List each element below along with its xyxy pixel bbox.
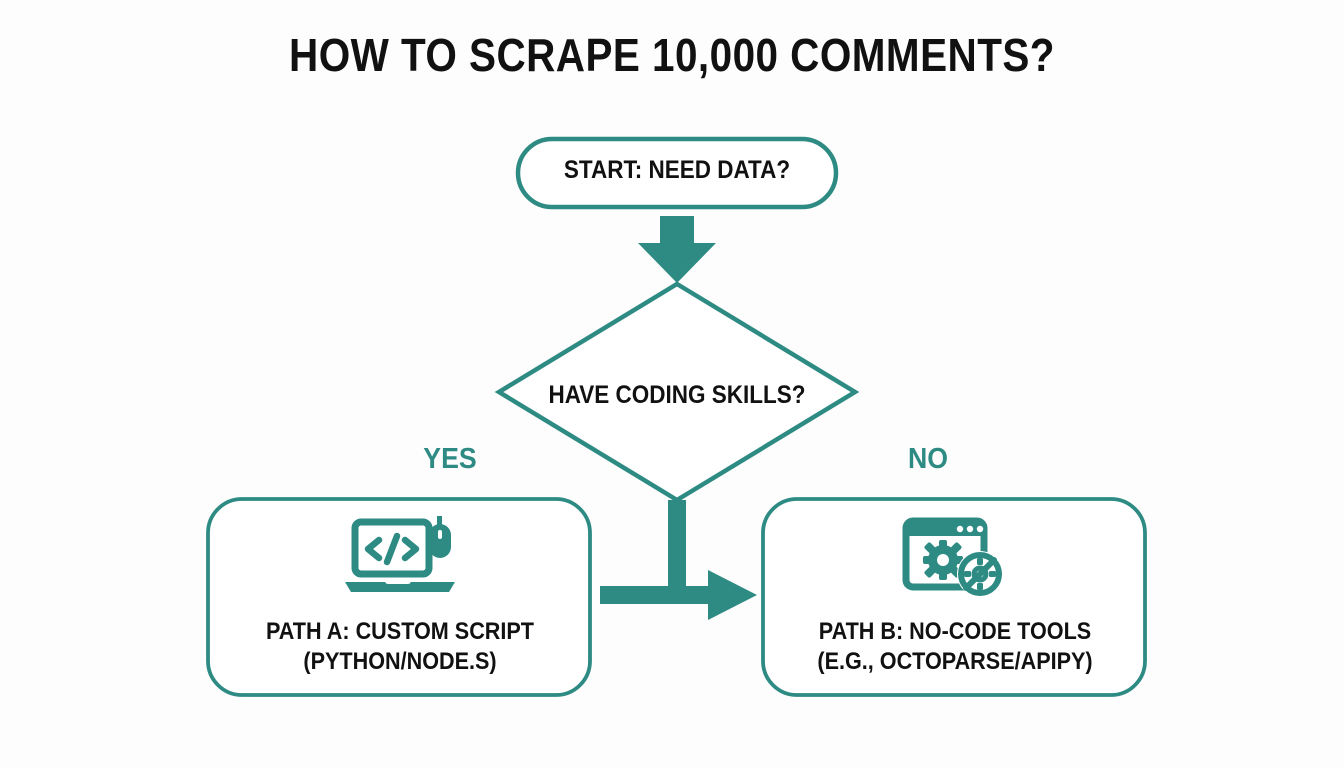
- path-a-line-1: PATH A: CUSTOM SCRIPT: [265, 618, 535, 645]
- path-a-node-shape[interactable]: [206, 497, 592, 697]
- browser-gear-no-code-icon: [898, 516, 1012, 600]
- path-a-line-2: (PYTHON/NODE.S): [303, 648, 497, 675]
- edge-decision-to-paths: [600, 500, 757, 620]
- path-b-node-label: PATH B: NO-CODE TOOLS (E.G., OCTOPARSE/A…: [789, 617, 1122, 677]
- edge-start-to-decision-arrow: [638, 216, 716, 283]
- path-b-line-1: PATH B: NO-CODE TOOLS: [818, 618, 1092, 645]
- branch-label-no: NO: [907, 443, 949, 475]
- path-b-node-shape[interactable]: [761, 497, 1147, 697]
- branch-label-yes: YES: [423, 443, 477, 475]
- start-node-shape[interactable]: [515, 136, 839, 210]
- page-title: HOW TO SCRAPE 10,000 COMMENTS?: [289, 29, 1055, 81]
- start-node-label: START: NEED DATA?: [563, 156, 791, 184]
- path-a-node-label: PATH A: CUSTOM SCRIPT (PYTHON/NODE.S): [234, 617, 567, 677]
- decision-node-label: HAVE CODING SKILLS?: [548, 381, 806, 409]
- laptop-code-mouse-icon: [343, 516, 457, 600]
- path-b-line-2: (E.G., OCTOPARSE/APIPY): [817, 648, 1093, 675]
